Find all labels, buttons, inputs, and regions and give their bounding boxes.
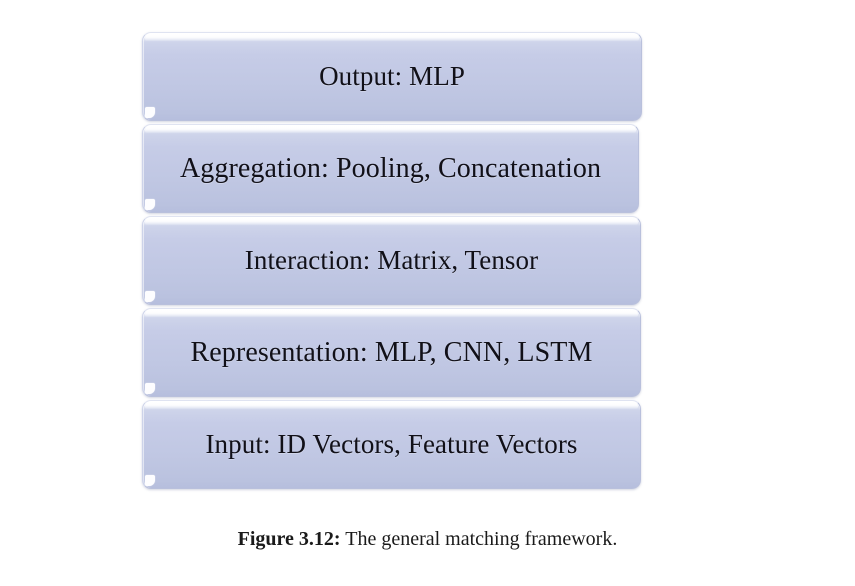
layer-box-input: Input: ID Vectors, Feature Vectors — [142, 400, 641, 489]
corner-notch-icon — [145, 475, 155, 486]
figure-caption: Figure 3.12: The general matching framew… — [0, 527, 855, 551]
layer-box-output: Output: MLP — [142, 32, 642, 121]
corner-notch-icon — [145, 291, 155, 302]
corner-notch-icon — [145, 383, 155, 394]
layer-label-representation: Representation: MLP, CNN, LSTM — [190, 336, 593, 368]
corner-notch-icon — [145, 199, 155, 210]
corner-notch-icon — [145, 107, 155, 118]
layer-box-aggregation: Aggregation: Pooling, Concatenation — [142, 124, 639, 213]
layer-box-interaction: Interaction: Matrix, Tensor — [142, 216, 641, 305]
matching-framework-stack: Output: MLP Aggregation: Pooling, Concat… — [142, 32, 642, 492]
layer-label-interaction: Interaction: Matrix, Tensor — [244, 245, 539, 275]
figure-caption-text: The general matching framework. — [345, 528, 618, 550]
layer-box-representation: Representation: MLP, CNN, LSTM — [142, 308, 641, 397]
layer-label-input: Input: ID Vectors, Feature Vectors — [205, 429, 578, 459]
figure-caption-label: Figure 3.12: — [237, 528, 341, 550]
layer-label-output: Output: MLP — [319, 61, 465, 91]
layer-label-aggregation: Aggregation: Pooling, Concatenation — [179, 152, 602, 184]
